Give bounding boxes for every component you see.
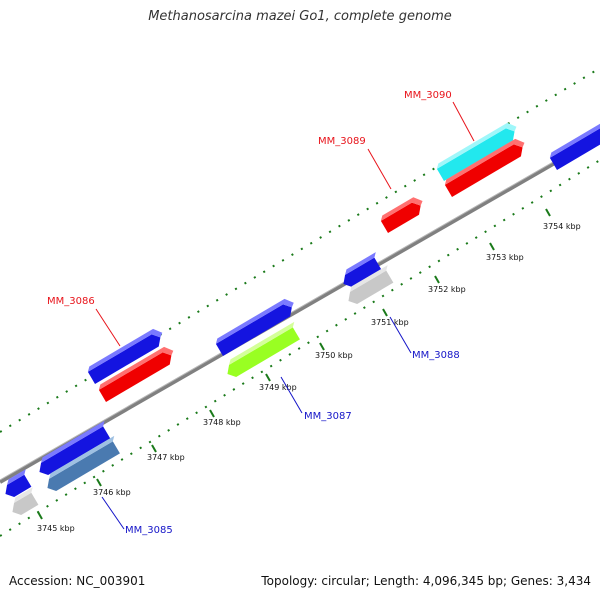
- gene-labels: MM_3086 MM_3089 MM_3090 MM_3085 MM_3087 …: [47, 90, 460, 536]
- scale-label: 3750 kbp: [315, 351, 353, 360]
- feature-green-cds[interactable]: [222, 321, 304, 380]
- feature-blue-cds[interactable]: [338, 252, 385, 290]
- feature-blue-cds[interactable]: [34, 420, 114, 478]
- feature-blue-cds[interactable]: [86, 326, 168, 384]
- scale-label: 3746 kbp: [93, 488, 131, 497]
- genome-backbone-highlight: [0, 134, 600, 481]
- scale-label: 3751 kbp: [371, 318, 409, 327]
- gene-label-mm3089[interactable]: MM_3089: [318, 136, 366, 147]
- feature-blue-cds[interactable]: [214, 296, 299, 356]
- feature-blue-cds[interactable]: [548, 119, 600, 170]
- feature-red-cds[interactable]: [97, 344, 179, 402]
- feature-steel-cds[interactable]: [42, 435, 124, 494]
- accession-text: Accession: NC_003901: [9, 574, 146, 588]
- outer-scale-line: [0, 67, 600, 433]
- feature-gray-cds[interactable]: [343, 265, 397, 307]
- gene-label-mm3086[interactable]: MM_3086: [47, 296, 95, 307]
- scale-label: 3749 kbp: [259, 383, 297, 392]
- scale-label: 3754 kbp: [543, 222, 581, 231]
- major-ticks: [37, 208, 551, 520]
- feature-gray-cds[interactable]: [7, 487, 42, 518]
- gene-label-mm3090[interactable]: MM_3090: [404, 90, 452, 101]
- feature-red-cds[interactable]: [443, 136, 530, 197]
- scale-label: 3753 kbp: [486, 253, 524, 262]
- gene-label-mm3087[interactable]: MM_3087: [304, 411, 352, 422]
- gene-label-mm3085[interactable]: MM_3085: [125, 525, 173, 536]
- gene-label-mm3088[interactable]: MM_3088: [412, 350, 460, 361]
- feature-cyan-cds[interactable]: [435, 120, 522, 181]
- inner-scale-line: [0, 159, 600, 537]
- feature-blue-cds[interactable]: [0, 469, 35, 500]
- scale-label: 3747 kbp: [147, 453, 185, 462]
- genome-summary-text: Topology: circular; Length: 4,096,345 bp…: [261, 574, 591, 588]
- minus-strand-features: [0, 252, 397, 518]
- scale-label: 3745 kbp: [37, 524, 75, 533]
- feature-red-cds[interactable]: [379, 194, 428, 233]
- scale-label: 3748 kbp: [203, 418, 241, 427]
- plus-strand-features: [86, 119, 600, 402]
- label-leaders: [95, 101, 475, 530]
- scale-labels: 3745 kbp 3746 kbp 3747 kbp 3748 kbp 3749…: [37, 222, 581, 533]
- scale-label: 3752 kbp: [428, 285, 466, 294]
- map-title: Methanosarcina mazei Go1, complete genom…: [148, 9, 452, 24]
